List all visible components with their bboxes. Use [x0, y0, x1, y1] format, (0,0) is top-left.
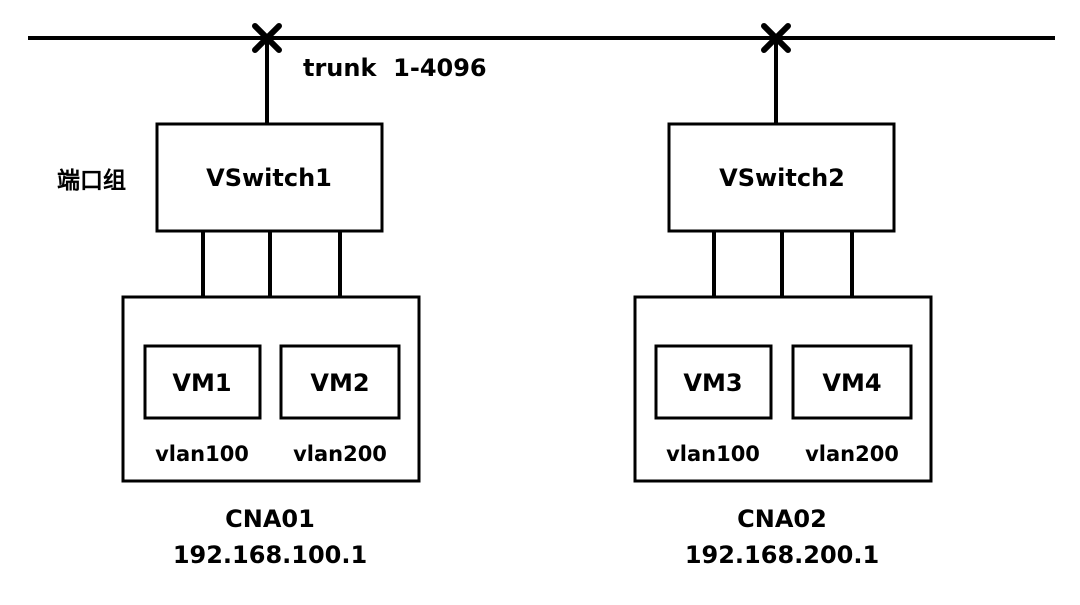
host-cna02-name: CNA02 [737, 505, 827, 533]
vswitch1-label: VSwitch1 [206, 164, 332, 192]
host-cna02: VSwitch2 VM3 VM4 vlan100 vlan200 CNA02 1… [633, 40, 933, 569]
trunk-label: trunk 1-4096 [303, 54, 487, 82]
vm4-label: VM4 [822, 369, 881, 397]
vm2-box [279, 344, 401, 420]
vswitch2-label: VSwitch2 [719, 164, 845, 192]
host-cna01-ip: 192.168.100.1 [173, 541, 367, 569]
port-group-label: 端口组 [57, 167, 126, 194]
vm1-vlan-label: vlan100 [155, 442, 249, 466]
uplink-port-marker-1 [252, 23, 282, 53]
vm3-label: VM3 [683, 369, 742, 397]
host-cna02-ip: 192.168.200.1 [685, 541, 879, 569]
vm1-label: VM1 [172, 369, 231, 397]
vm1-box [143, 344, 262, 420]
host-cna01: VSwitch1 VM1 VM2 vlan100 vlan200 CNA01 1… [121, 40, 421, 569]
vm3-vlan-label: vlan100 [666, 442, 760, 466]
vm3-box [654, 344, 773, 420]
vm2-label: VM2 [310, 369, 369, 397]
vm2-vlan-label: vlan200 [293, 442, 387, 466]
vm4-vlan-label: vlan200 [805, 442, 899, 466]
vswitch2-box [667, 122, 896, 233]
vm4-box [791, 344, 913, 420]
host-cna01-name: CNA01 [225, 505, 315, 533]
uplink-port-marker-2 [761, 23, 791, 53]
